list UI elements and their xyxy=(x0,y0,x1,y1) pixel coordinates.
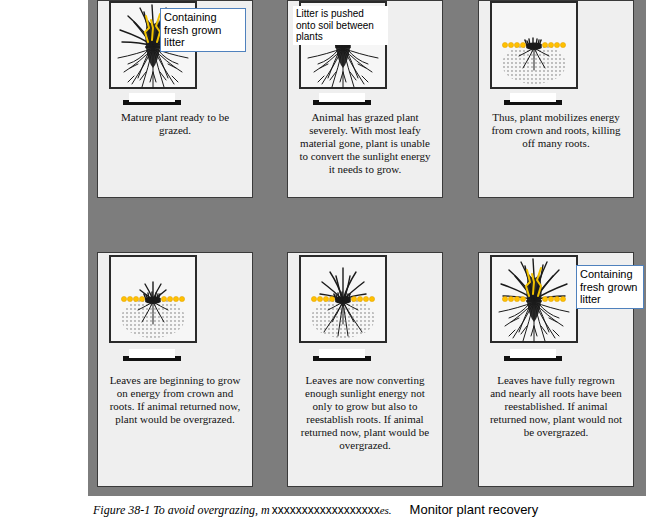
caption-fragment: es. xyxy=(380,504,392,516)
blank-patch xyxy=(510,93,556,102)
callout-text: Containing fresh grown litter xyxy=(164,11,242,49)
plant-recovering xyxy=(311,298,375,338)
stage-caption: Thus, plant mobilizes energy from crown … xyxy=(488,111,624,150)
stage-caption: Mature plant ready to be grazed. xyxy=(107,111,243,137)
plant-recovering xyxy=(300,256,386,342)
panel-card xyxy=(97,0,253,198)
figure-caption: Figure 38-1 To avoid overgrazing, m xyxy=(93,503,270,518)
stage-caption: Leaves have fully regrown and nearly all… xyxy=(488,374,624,439)
plant-leaves-beginning xyxy=(110,256,196,342)
plant-roots-dying xyxy=(502,42,565,47)
plant-regrown xyxy=(526,268,541,296)
stage-panel: Animal has grazed plant severely. With m… xyxy=(287,0,443,198)
callout-box: Containing fresh grown litter xyxy=(160,8,246,52)
overlay-text: xxxxxxxxxxxxxxxxxx xyxy=(272,503,380,517)
plant-roots-dying xyxy=(525,38,542,48)
callout-box: Containing fresh grown litter xyxy=(576,265,644,309)
plant-grazed xyxy=(308,44,378,88)
plant-recovering xyxy=(311,296,374,301)
note-label: Monitor plant recovery xyxy=(406,501,543,518)
callout-box: Litter is pushed onto soil between plant… xyxy=(293,6,388,45)
plant-recovering xyxy=(300,256,386,342)
plant-regrown xyxy=(499,298,569,342)
plant-leaves-beginning xyxy=(121,298,185,338)
plant-leaves-beginning xyxy=(121,296,184,301)
blank-patch xyxy=(319,93,365,102)
stage-caption: Leaves are now converting enough sunligh… xyxy=(297,374,433,452)
stage-caption: Animal has grazed plant severely. With m… xyxy=(297,111,433,176)
figure-ground xyxy=(88,0,646,496)
stage-caption: Leaves are beginning to grow on energy f… xyxy=(107,374,243,426)
caption-row: Figure 38-1 To avoid overgrazing, mxxxxx… xyxy=(93,501,542,518)
plant-roots-dying xyxy=(502,44,566,84)
plant-regrown xyxy=(491,256,577,342)
plant-mature xyxy=(145,14,160,42)
panel-card xyxy=(97,252,253,487)
panel-card xyxy=(287,252,443,487)
plant-regrown xyxy=(501,259,567,300)
stage-panel: Thus, plant mobilizes energy from crown … xyxy=(478,0,634,198)
plant-roots-dying xyxy=(491,2,577,88)
blank-patch xyxy=(129,93,175,102)
plant-roots-dying xyxy=(491,2,577,88)
plant-regrown xyxy=(491,256,577,342)
callout-text: Containing fresh grown litter xyxy=(580,268,640,306)
stage-panel: Leaves have fully regrown and nearly all… xyxy=(478,252,634,487)
plant-leaves-beginning xyxy=(110,256,196,342)
panel-card xyxy=(97,0,634,487)
blank-patch xyxy=(129,349,175,358)
plant-recovering xyxy=(320,268,366,300)
panel-card xyxy=(287,0,443,198)
callout-text: Litter is pushed onto soil between plant… xyxy=(296,8,385,43)
plant-regrown xyxy=(502,296,565,301)
blank-patch xyxy=(510,349,556,358)
panel-card xyxy=(478,0,634,198)
stage-panel: Leaves are beginning to grow on energy f… xyxy=(97,252,253,487)
stage-panel: Mature plant ready to be grazed. Containi… xyxy=(97,0,253,198)
stage-panel: Leaves are now converting enough sunligh… xyxy=(287,252,443,487)
blank-patch xyxy=(319,349,365,358)
